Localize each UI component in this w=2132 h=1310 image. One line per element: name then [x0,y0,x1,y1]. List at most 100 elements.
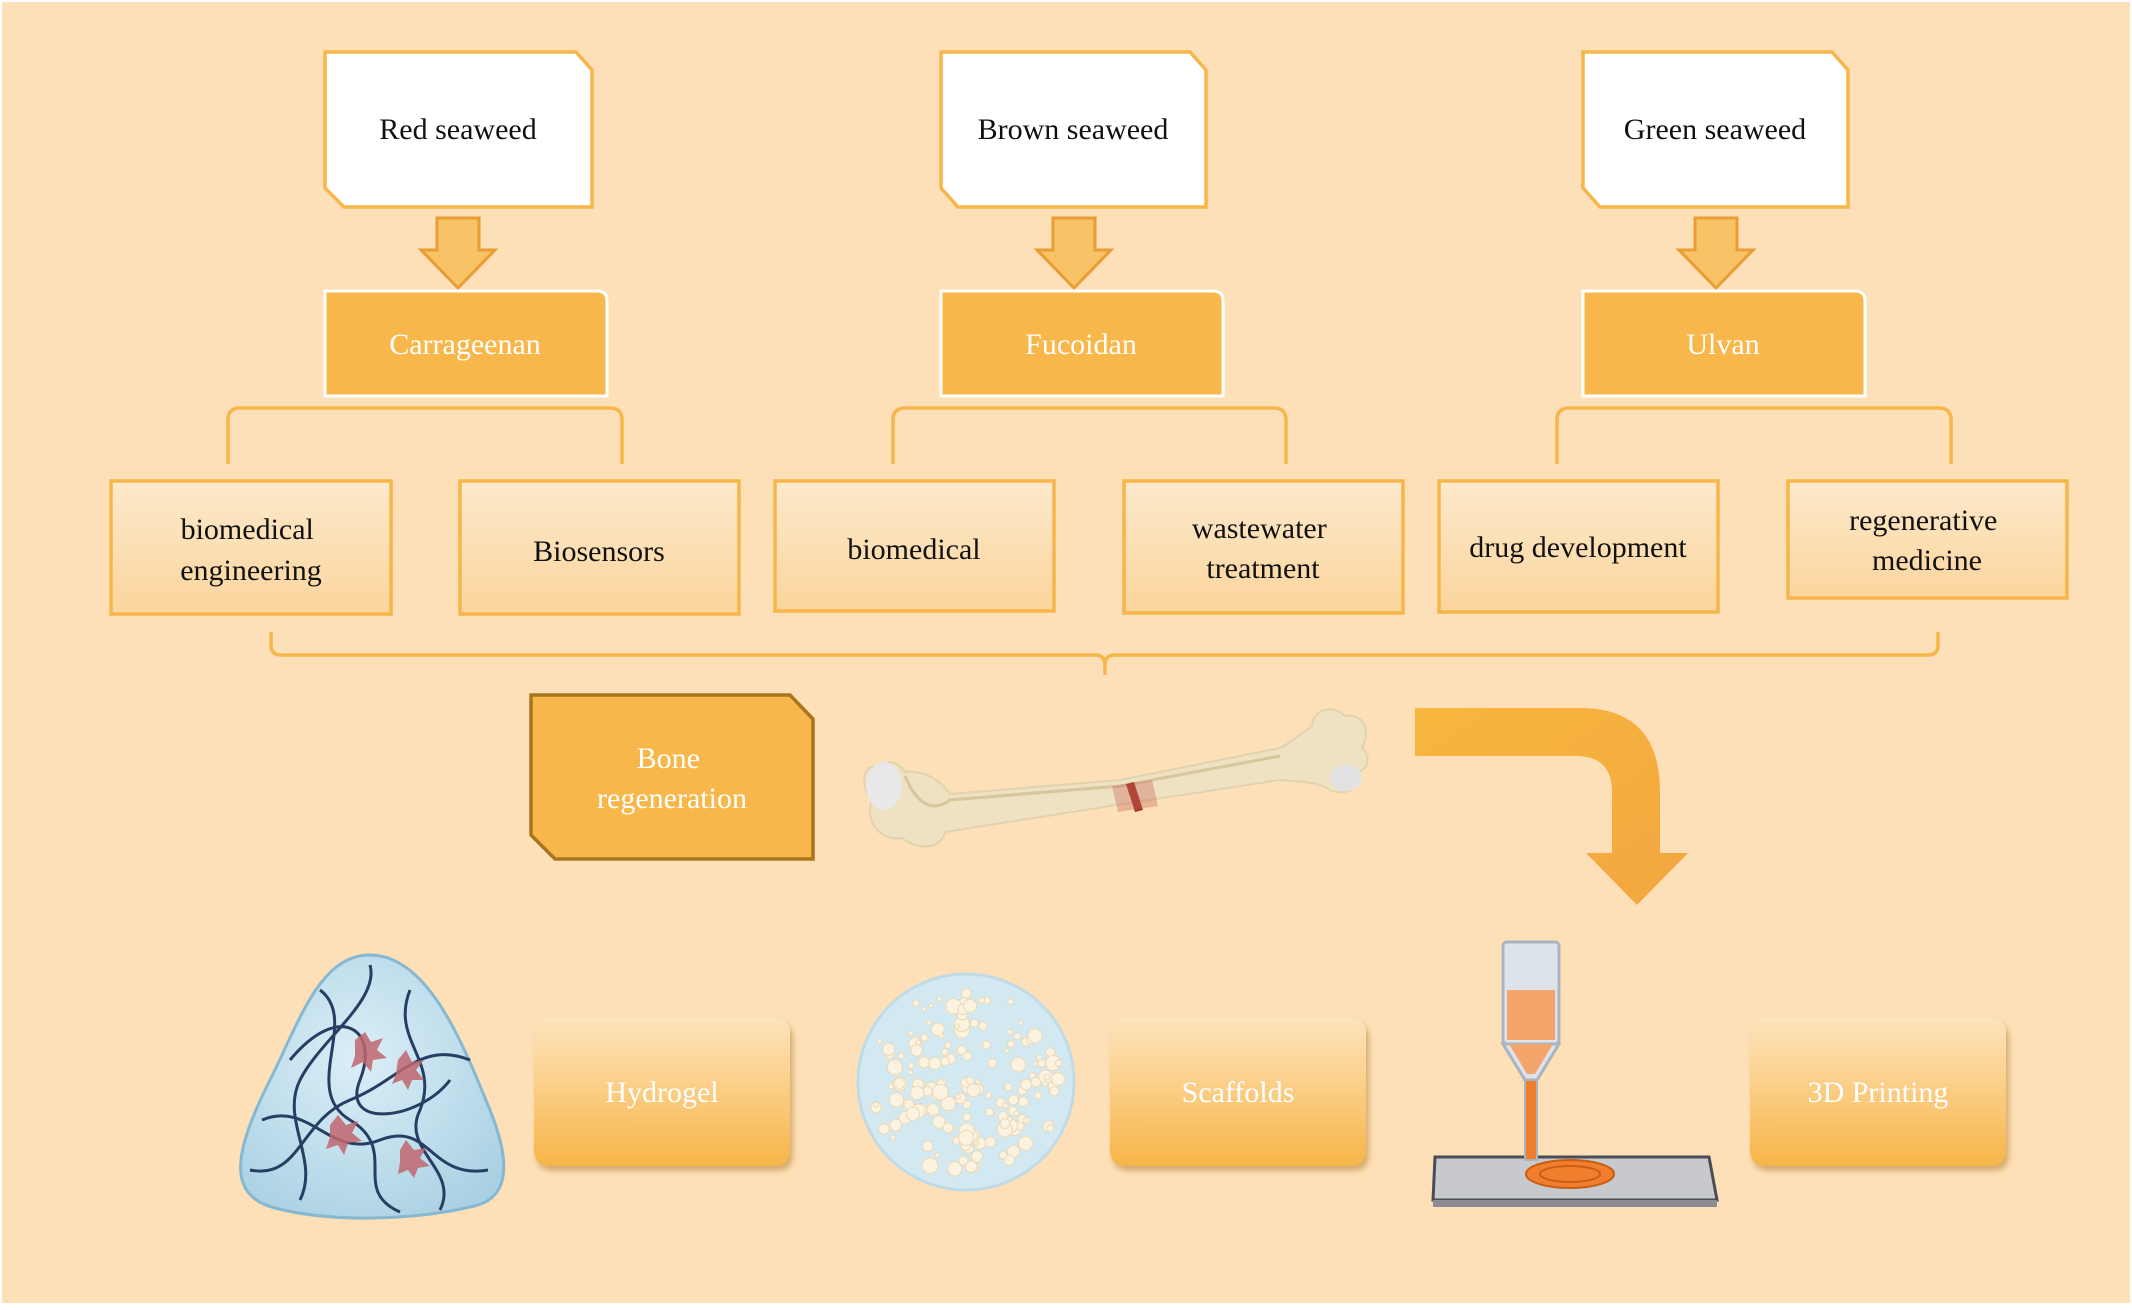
scaffold-pore [921,1157,939,1174]
scaffold-pore [1004,1082,1013,1092]
scaffold-pore [962,1112,972,1122]
scaffold-pore [969,1018,980,1028]
application-box-2: Biosensors [458,479,741,616]
technique-box-hydrogel: Hydrogel [534,1018,790,1166]
fractured-bone-icon [863,708,1369,848]
scaffold-pore [1007,998,1014,1006]
scaffold-pore [1030,1076,1042,1088]
arrow-down-red [417,216,499,291]
application-label-1: biomedical engineering [180,513,322,587]
application-box-3: biomedical [773,479,1056,613]
scaffold-pore [963,998,978,1013]
source-box-brown: Brown seaweed [939,50,1208,209]
scaffold-pore [920,1033,929,1042]
scaffold-pore [1018,1096,1029,1107]
bone-regeneration-box: Bone regeneration [529,693,815,861]
scaffold-pore [909,1085,925,1101]
scaffold-pore [925,1019,932,1026]
scaffold-pore [958,1155,969,1166]
scaffold-pore [928,1056,942,1071]
scaffold-pore [1004,1048,1010,1054]
technique-box-3d-printing: 3D Printing [1750,1018,2006,1166]
technique-label-3d-printing: 3D Printing [1808,1076,1949,1109]
scaffold-pore [975,1079,981,1085]
scaffold-pore [985,1091,993,1099]
scaffold-pore [1006,1028,1013,1035]
scaffold-pore [940,1095,957,1112]
hydrogel-icon [239,953,506,1220]
porous-scaffold-icon [856,972,1076,1192]
source-box-green: Green seaweed [1581,50,1850,209]
scaffold-pore [1032,1061,1039,1067]
arrow-down-green [1675,216,1757,291]
scaffold-pore [878,1123,890,1135]
scaffold-pore [928,1003,934,1009]
application-box-5: drug development [1437,479,1720,614]
scaffold-pore [910,1044,923,1057]
application-box-6: regenerative medicine [1786,479,2069,600]
3d-printer-icon [1431,940,1719,1207]
scaffold-pore [955,1093,961,1100]
scaffold-pore [932,1083,949,1101]
scaffold-pore [1013,1032,1022,1041]
scaffold-pore [944,1041,952,1049]
scaffold-pore [893,1077,906,1090]
scaffold-pore [1010,1056,1027,1073]
scaffold-pore [958,1129,975,1146]
scaffold-pore [1033,1091,1043,1100]
scaffold-pore [1041,1080,1048,1087]
scaffold-pore [987,1058,998,1068]
polysaccharide-label-carrageenan: Carrageenan [389,328,541,361]
scaffold-pore [932,1114,946,1129]
polysaccharide-box-ulvan: Ulvan [1581,289,1867,398]
scaffold-pore [1013,1110,1020,1117]
bracket-fucoidan [891,406,1288,464]
scaffold-pore [1008,1094,1019,1106]
scaffold-pore [962,1051,973,1062]
application-label-5: drug development [1469,531,1687,564]
scaffold-pore [942,1122,954,1134]
scaffold-pore [965,1160,978,1174]
scaffold-pore [890,1134,897,1141]
scaffold-pore [999,1118,1011,1130]
scaffold-pore [876,1038,883,1044]
source-label-green: Green seaweed [1624,113,1806,146]
scaffold-pore [1035,1054,1043,1061]
scaffold-pore [962,1100,972,1110]
application-label-2: Biosensors [533,535,665,568]
scaffold-pore [1022,1118,1028,1124]
scaffold-pore [1018,1020,1024,1026]
polysaccharide-label-ulvan: Ulvan [1686,328,1759,361]
scaffold-pore [947,1161,963,1177]
scaffold-pore [936,995,943,1002]
bracket-carrageenan [226,406,624,464]
curved-arrow-icon [1415,708,1688,905]
scaffold-pore [912,999,921,1008]
scaffold-pore [973,1140,980,1147]
scaffold-pore [978,1021,988,1031]
application-box-1: biomedical engineering [109,479,393,616]
bracket-ulvan [1555,406,1953,464]
scaffold-pore [921,1006,927,1013]
bracket-all-applications [269,632,1940,675]
scaffold-pore [872,1101,879,1109]
scaffold-pore [985,1107,995,1117]
scaffold-pore [886,1059,903,1076]
scaffold-pore [881,1042,896,1056]
scaffold-pore [926,1103,940,1116]
application-label-4: wastewater treatment [1192,512,1334,585]
technique-label-scaffolds: Scaffolds [1182,1076,1295,1109]
scaffold-pore [941,1048,949,1056]
scaffold-pore [940,1056,950,1067]
scaffold-pore [889,1118,903,1132]
polysaccharide-box-fucoidan: Fucoidan [939,289,1225,398]
scaffold-pore [954,1023,960,1029]
technique-box-scaffolds: Scaffolds [1110,1018,1366,1166]
source-box-red: Red seaweed [323,50,594,209]
scaffold-pore [998,1150,1008,1160]
arrow-down-brown [1033,216,1115,291]
scaffold-pore [1019,1078,1032,1091]
scaffold-pore [931,1022,945,1037]
